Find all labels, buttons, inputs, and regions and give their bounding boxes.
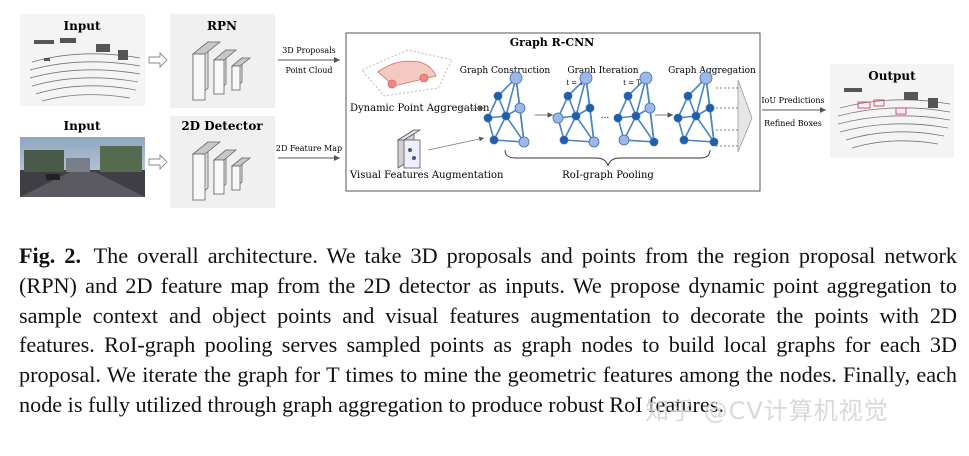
graph-node	[588, 136, 600, 148]
svg-text:Refined Boxes: Refined Boxes	[764, 119, 822, 128]
graph-edge	[493, 115, 507, 141]
input-arrows	[148, 51, 168, 171]
graph-node	[571, 111, 581, 121]
svg-text:IoU Predictions: IoU Predictions	[761, 96, 824, 105]
iteration-last-label: t = T	[623, 79, 641, 87]
graph-node	[501, 111, 511, 121]
graph-node	[579, 71, 593, 85]
graph-edge	[635, 115, 655, 143]
graph-node	[644, 102, 656, 114]
caption-text: The overall architecture. We take 3D pro…	[19, 243, 957, 417]
graph-node	[563, 91, 573, 101]
rpn-label: RPN	[207, 19, 237, 33]
figure-label: Fig. 2.	[19, 243, 81, 268]
iteration-first-label: t = 1	[566, 79, 584, 87]
graph-node	[691, 111, 701, 121]
lidar-point-cloud	[29, 53, 141, 102]
graph-node	[552, 112, 564, 124]
detector-panel: 2D Detector	[170, 116, 275, 208]
graph-node	[613, 113, 623, 123]
svg-text:2D Feature Map: 2D Feature Map	[276, 144, 342, 153]
graph-aggregation-label: Graph Aggregation	[668, 66, 756, 76]
output-label: Output	[868, 69, 916, 83]
graph-node	[559, 135, 569, 145]
graph-rcnn-panel: Graph R-CNN Dynamic Point Aggregation Vi…	[345, 32, 761, 192]
architecture-diagram: Input Input RPN	[20, 14, 954, 208]
proposals-arrow: 3D Proposals Point Cloud	[278, 46, 340, 75]
graph-node	[631, 111, 641, 121]
lidar-input-label: Input	[64, 19, 101, 33]
graph-node	[518, 136, 530, 148]
graph-edge	[575, 77, 587, 117]
feature-map-arrow: 2D Feature Map	[276, 144, 342, 161]
graph-node	[585, 103, 595, 113]
graph-node	[673, 113, 683, 123]
rpn-panel: RPN	[170, 14, 275, 108]
graph-node	[705, 103, 715, 113]
graph-node	[618, 134, 630, 146]
graph-node	[709, 137, 719, 147]
graph-node	[649, 137, 659, 147]
camera-input-label: Input	[64, 119, 101, 133]
graph-node	[683, 91, 693, 101]
dynamic-point-aggregation-label: Dynamic Point Aggregation	[350, 103, 490, 114]
graph-edge	[695, 77, 707, 117]
graph-node	[514, 102, 526, 114]
detector-label: 2D Detector	[181, 119, 263, 133]
iteration-ellipsis: ...	[601, 111, 610, 121]
car-point-cloud	[361, 49, 453, 97]
graph-2	[552, 71, 600, 148]
camera-input-panel: Input	[20, 116, 145, 208]
output-panel: Output	[830, 64, 954, 158]
svg-text:Point Cloud: Point Cloud	[285, 66, 332, 75]
figure-caption: Fig. 2. The overall architecture. We tak…	[19, 241, 957, 420]
graph-node	[699, 71, 713, 85]
graph-node	[679, 135, 689, 145]
graph-1	[483, 71, 530, 148]
graph-node	[509, 71, 523, 85]
svg-text:3D Proposals: 3D Proposals	[282, 46, 336, 55]
graph-node	[489, 135, 499, 145]
output-arrow: IoU Predictions Refined Boxes	[761, 96, 826, 128]
graph-3	[613, 71, 659, 147]
graph-node	[639, 71, 653, 85]
graph-edge	[683, 139, 715, 143]
graph-edge	[695, 115, 715, 143]
rpn-network-icon	[191, 41, 252, 101]
graph-node	[483, 113, 493, 123]
graph-rcnn-title: Graph R-CNN	[510, 36, 594, 49]
graph-node	[623, 91, 633, 101]
lidar-input-panel: Input	[20, 14, 145, 106]
visual-feature-cube	[396, 129, 422, 169]
detector-network-icon	[191, 141, 252, 201]
graph-diagrams	[483, 71, 719, 148]
graph-construction-label: Graph Construction	[460, 66, 551, 76]
graph-4	[673, 71, 719, 147]
aggregation-funnel	[737, 79, 753, 153]
graph-iteration-label: Graph Iteration	[567, 66, 638, 76]
watermark: 知乎 @CV计算机视觉	[645, 397, 889, 425]
graph-edge	[683, 115, 697, 141]
graph-node	[493, 91, 503, 101]
graph-edge	[505, 77, 517, 117]
roi-graph-pooling-brace	[504, 149, 711, 167]
graph-edge	[563, 115, 577, 141]
roi-graph-pooling-label: RoI-graph Pooling	[562, 170, 654, 181]
visual-features-augmentation-label: Visual Features Augmentation	[349, 170, 504, 181]
graph-edge	[635, 77, 647, 117]
